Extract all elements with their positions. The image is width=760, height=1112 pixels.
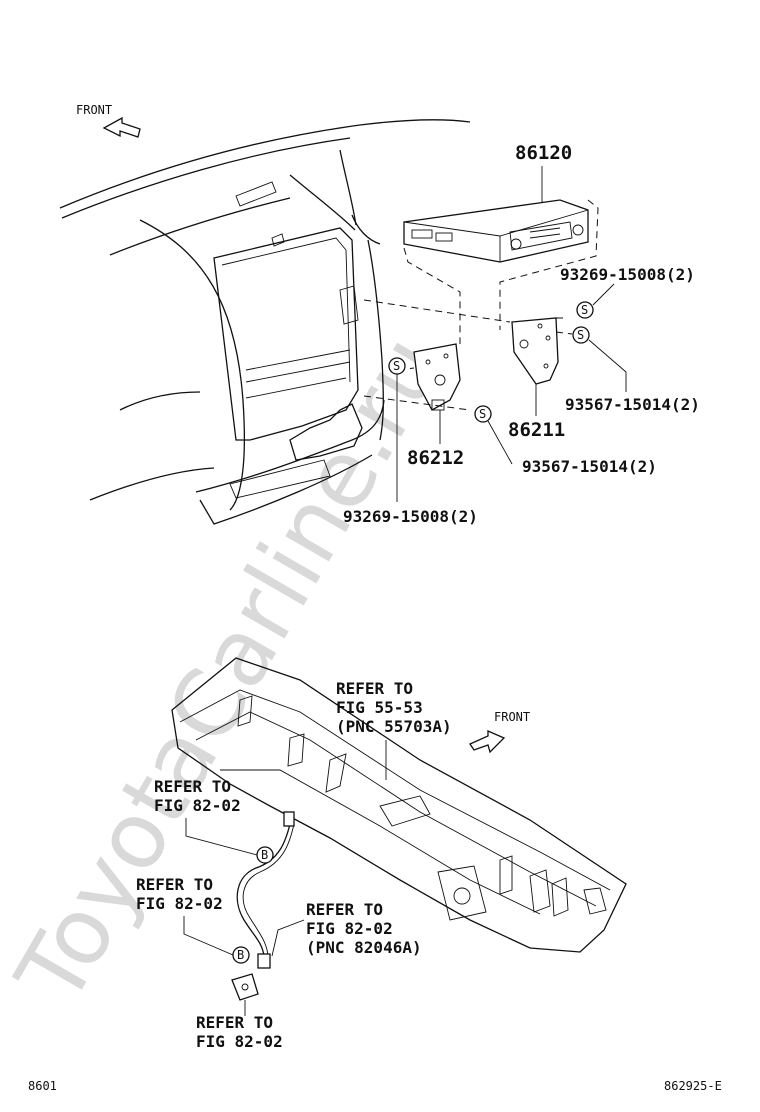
svg-text:B: B [261, 848, 268, 862]
svg-text:S: S [577, 328, 584, 342]
part-86211-label: 86211 [508, 419, 565, 441]
front-arrow-icon-2 [469, 730, 506, 754]
svg-text:REFER TO: REFER TO [154, 777, 231, 796]
refer-label-5: REFER TO FIG 82-02 [196, 1013, 283, 1051]
top-illustration: FRONT [59, 103, 700, 526]
part-86120-label: 86120 [515, 142, 572, 164]
svg-text:FIG 82-02: FIG 82-02 [196, 1032, 283, 1051]
bracket-86212 [413, 343, 461, 411]
svg-text:FIG 82-02: FIG 82-02 [154, 796, 241, 815]
footer-left-code: 8601 [28, 1079, 57, 1093]
svg-text:(PNC 55703A): (PNC 55703A) [336, 717, 452, 736]
svg-text:FIG 82-02: FIG 82-02 [136, 894, 223, 913]
screw-symbol-s4: S [474, 405, 492, 423]
refer-label-2: REFER TO FIG 82-02 [154, 777, 241, 815]
footer-right-code: 862925-E [664, 1079, 722, 1093]
wire-harness [231, 811, 295, 1001]
refer-label-1: REFER TO FIG 55-53 (PNC 55703A) [336, 679, 452, 736]
bottom-illustration: FRONT [136, 657, 627, 1051]
cowl-panel [171, 657, 627, 953]
front-label: FRONT [76, 103, 112, 117]
svg-text:(PNC 82046A): (PNC 82046A) [306, 938, 422, 957]
svg-text:B: B [237, 948, 244, 962]
part-93269-15008-label-b: 93269-15008(2) [343, 507, 478, 526]
svg-text:S: S [581, 303, 588, 317]
part-86212-label: 86212 [407, 447, 464, 469]
front-label-2: FRONT [494, 710, 530, 724]
screw-symbol-s2: S [572, 326, 590, 344]
refer-label-3: REFER TO FIG 82-02 [136, 875, 223, 913]
screw-symbol-s3: S [388, 357, 406, 375]
dashboard-panel [59, 119, 471, 525]
bracket-86211 [511, 317, 559, 385]
front-arrow-icon [102, 116, 141, 138]
svg-text:REFER TO: REFER TO [306, 900, 383, 919]
svg-text:S: S [393, 359, 400, 373]
part-93567-15014-label-b: 93567-15014(2) [522, 457, 657, 476]
svg-text:REFER TO: REFER TO [336, 679, 413, 698]
screw-symbol-s1: S [576, 301, 594, 319]
part-93269-15008-label-a: 93269-15008(2) [560, 265, 695, 284]
svg-text:FIG 55-53: FIG 55-53 [336, 698, 423, 717]
refer-label-4: REFER TO FIG 82-02 (PNC 82046A) [306, 900, 422, 957]
watermark: ToyotaCarline.ru [0, 318, 464, 1022]
bolt-symbol-b1: B [256, 846, 274, 864]
svg-text:S: S [479, 407, 486, 421]
svg-text:REFER TO: REFER TO [196, 1013, 273, 1032]
svg-text:FIG 82-02: FIG 82-02 [306, 919, 393, 938]
svg-text:REFER TO: REFER TO [136, 875, 213, 894]
bolt-symbol-b2: B [232, 946, 250, 964]
radio-unit [403, 199, 589, 263]
part-93567-15014-label-a: 93567-15014(2) [565, 395, 700, 414]
